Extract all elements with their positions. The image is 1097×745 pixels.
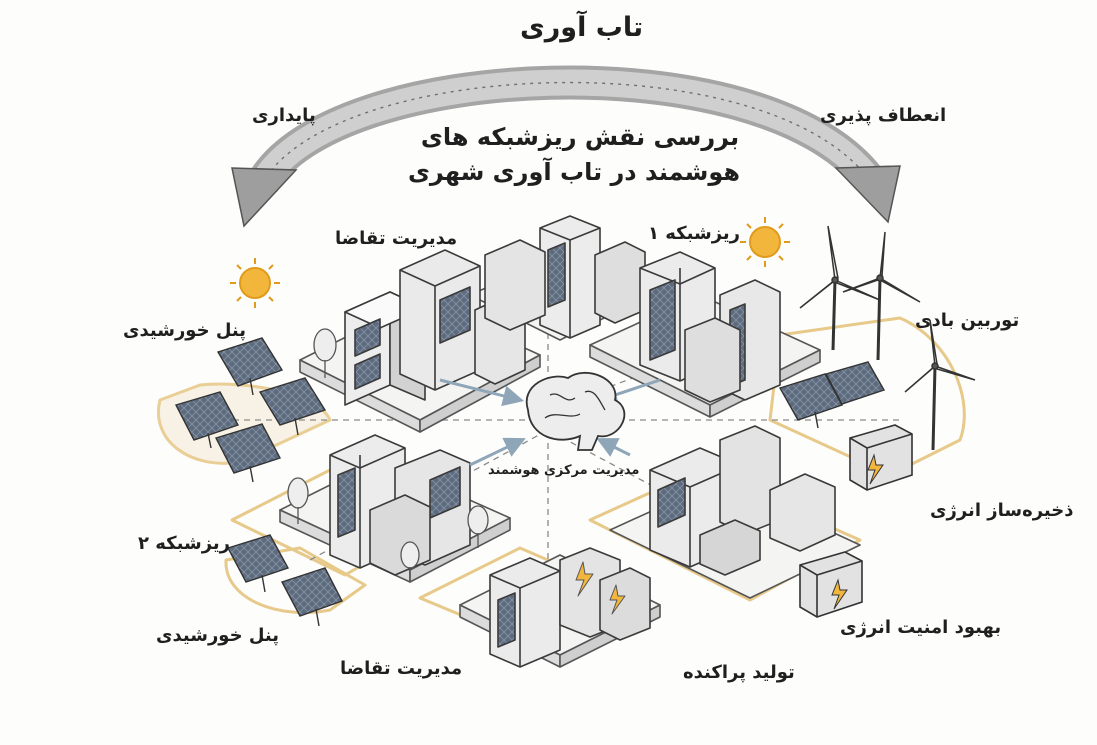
label-sustainability: پایداری [252,105,316,126]
label-energy-storage: ذخیره‌ساز انرژی [930,500,1074,521]
wind-turbine-icon [799,225,881,351]
solar-panel-icon [258,377,327,436]
lightning-icon [575,561,594,597]
building-cluster-center [484,215,646,339]
label-demand-management-bottom: مدیریت تقاضا [340,658,463,679]
label-flexibility: انعطاف پذیری [820,105,947,126]
tree-icon [467,505,489,548]
sun-icon [230,258,280,308]
wind-turbines [799,225,976,451]
solar-panels [174,337,886,627]
label-microgrid-2: ریزشبکه ۲ [138,533,231,554]
building-cluster-distributed [489,547,651,668]
label-resilience: تاب آوری [520,12,644,43]
label-distributed-generation: تولید پراکنده [683,662,795,683]
wind-turbine-icon [842,231,921,361]
solar-panel-icon [226,534,290,593]
label-microgrid-1: ریزشبکه ۱ [648,223,741,244]
label-solar-panel-bottom: پنل خورشیدی [156,625,280,646]
building-cluster-storage [649,425,836,576]
tree-icon [287,477,309,524]
trees [287,328,489,580]
page-title: بررسی نقش ریزشبکه های هوشمند در تاب آوری… [407,120,740,190]
label-energy-security: بهبود امنیت انرژی [840,617,1002,638]
wind-turbine-icon [904,319,976,451]
building-cluster-microgrid2 [329,434,471,576]
label-demand-management-top: مدیریت تقاضا [335,228,458,249]
solar-panel-icon [778,373,844,429]
building-cluster-microgrid1 [639,251,781,403]
title-line-1: بررسی نقش ریزشبکه های [420,123,740,151]
label-central-management: مدیریت مرکزی هوشمند [488,463,640,478]
tree-icon [313,328,337,378]
battery-icon [849,424,913,491]
sun-icon [740,217,790,267]
label-wind-turbine: توربین بادی [915,310,1020,331]
label-solar-panel-top: پنل خورشیدی [123,320,247,341]
building-cluster-demand-top [344,249,526,406]
solar-panel-icon [216,337,284,396]
resilience-arc-arrow [231,65,901,228]
solar-panel-icon [824,361,886,405]
title-line-2: هوشمند در تاب آوری شهری [407,157,740,186]
tree-icon [400,541,420,580]
solar-panel-icon [174,391,240,449]
battery-icon [799,551,863,618]
solar-panel-icon [214,423,282,483]
solar-panel-icon [280,567,343,627]
brain-icon [525,371,626,451]
